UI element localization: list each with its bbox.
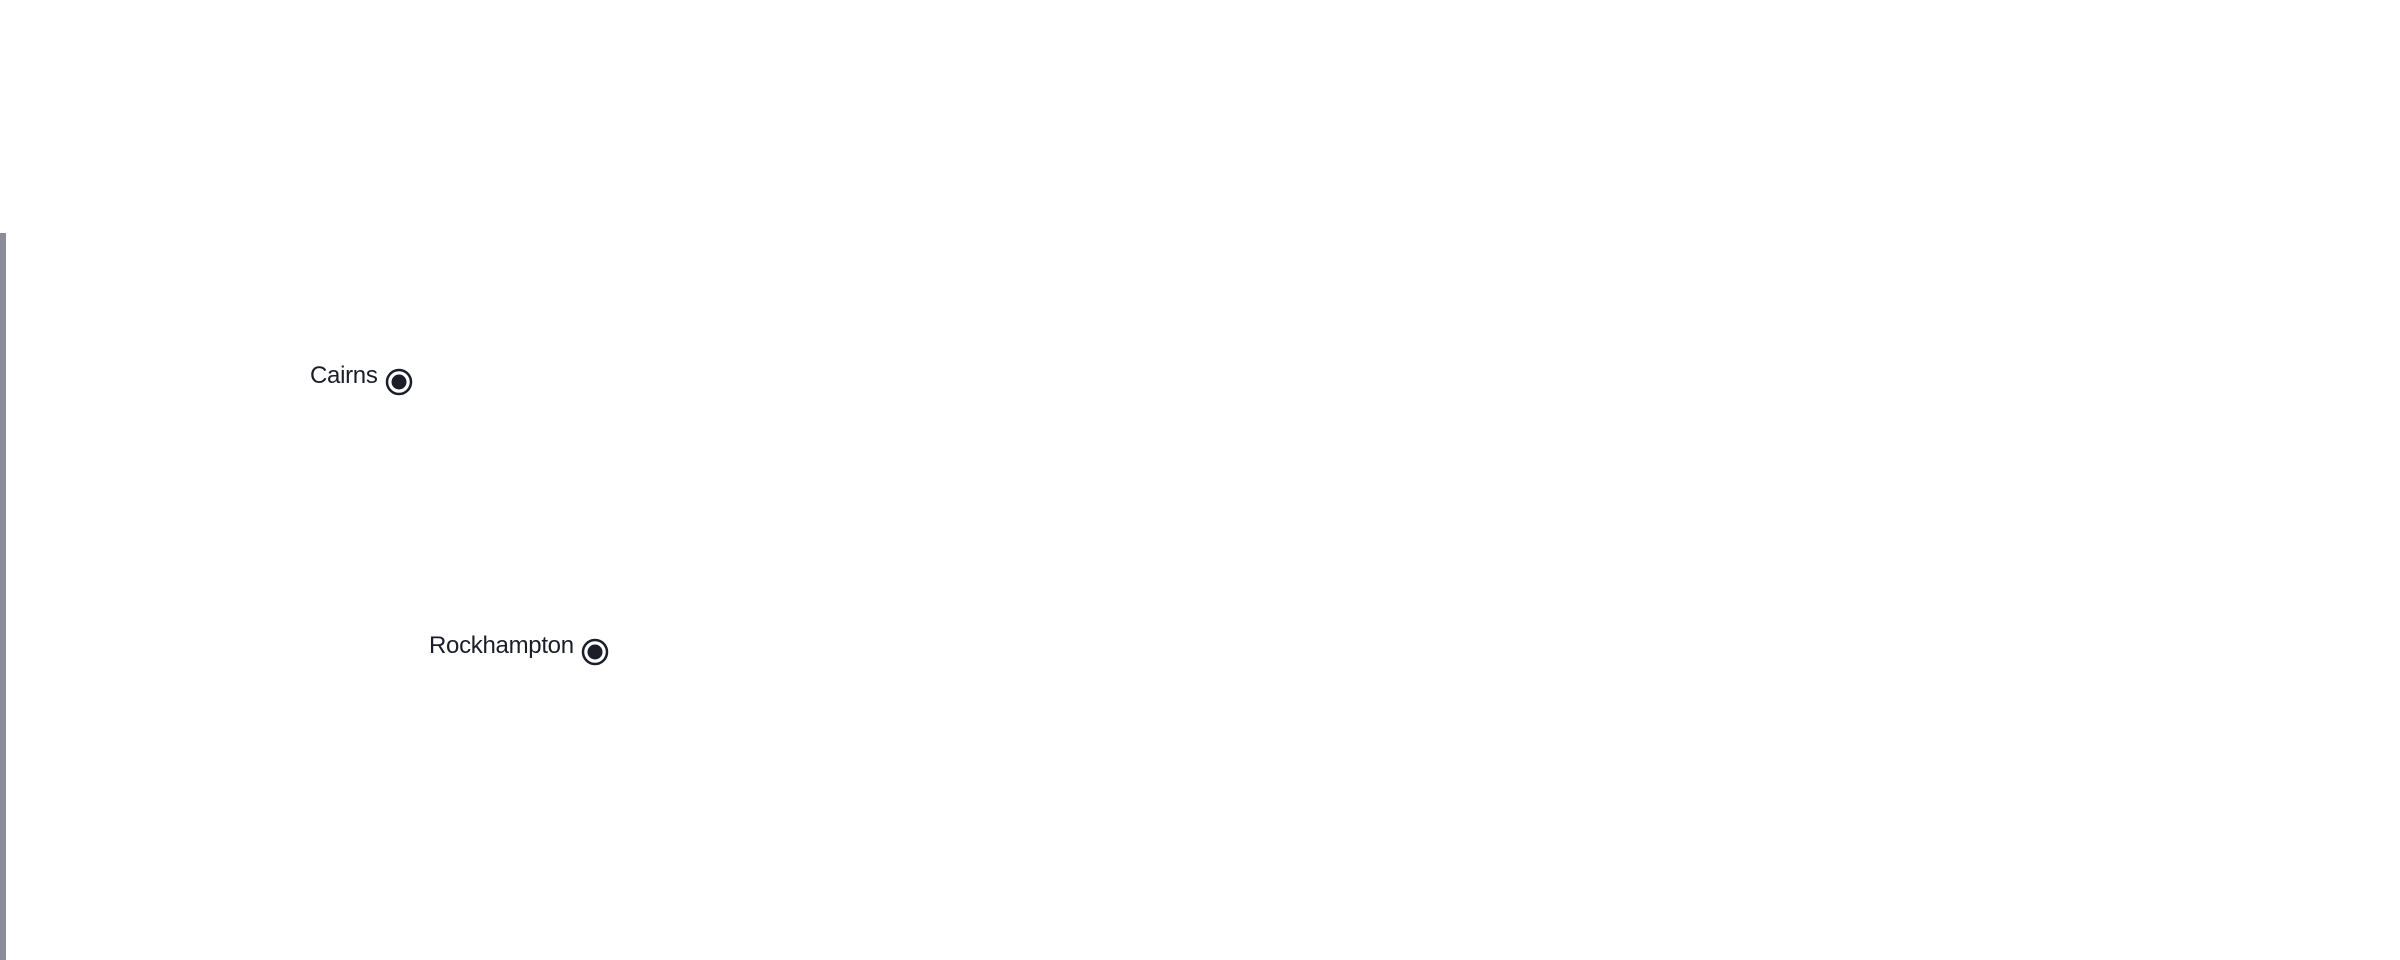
city-dot-icon [581,638,609,666]
city-marker-cairns[interactable]: Cairns [310,362,414,397]
city-dot-icon [385,368,412,396]
city-marker-rockhampton[interactable]: Rockhampton [429,632,610,667]
map-edge-bar [0,233,6,960]
city-label-cairns: Cairns [310,362,378,389]
city-label-rockhampton: Rockhampton [429,632,574,659]
